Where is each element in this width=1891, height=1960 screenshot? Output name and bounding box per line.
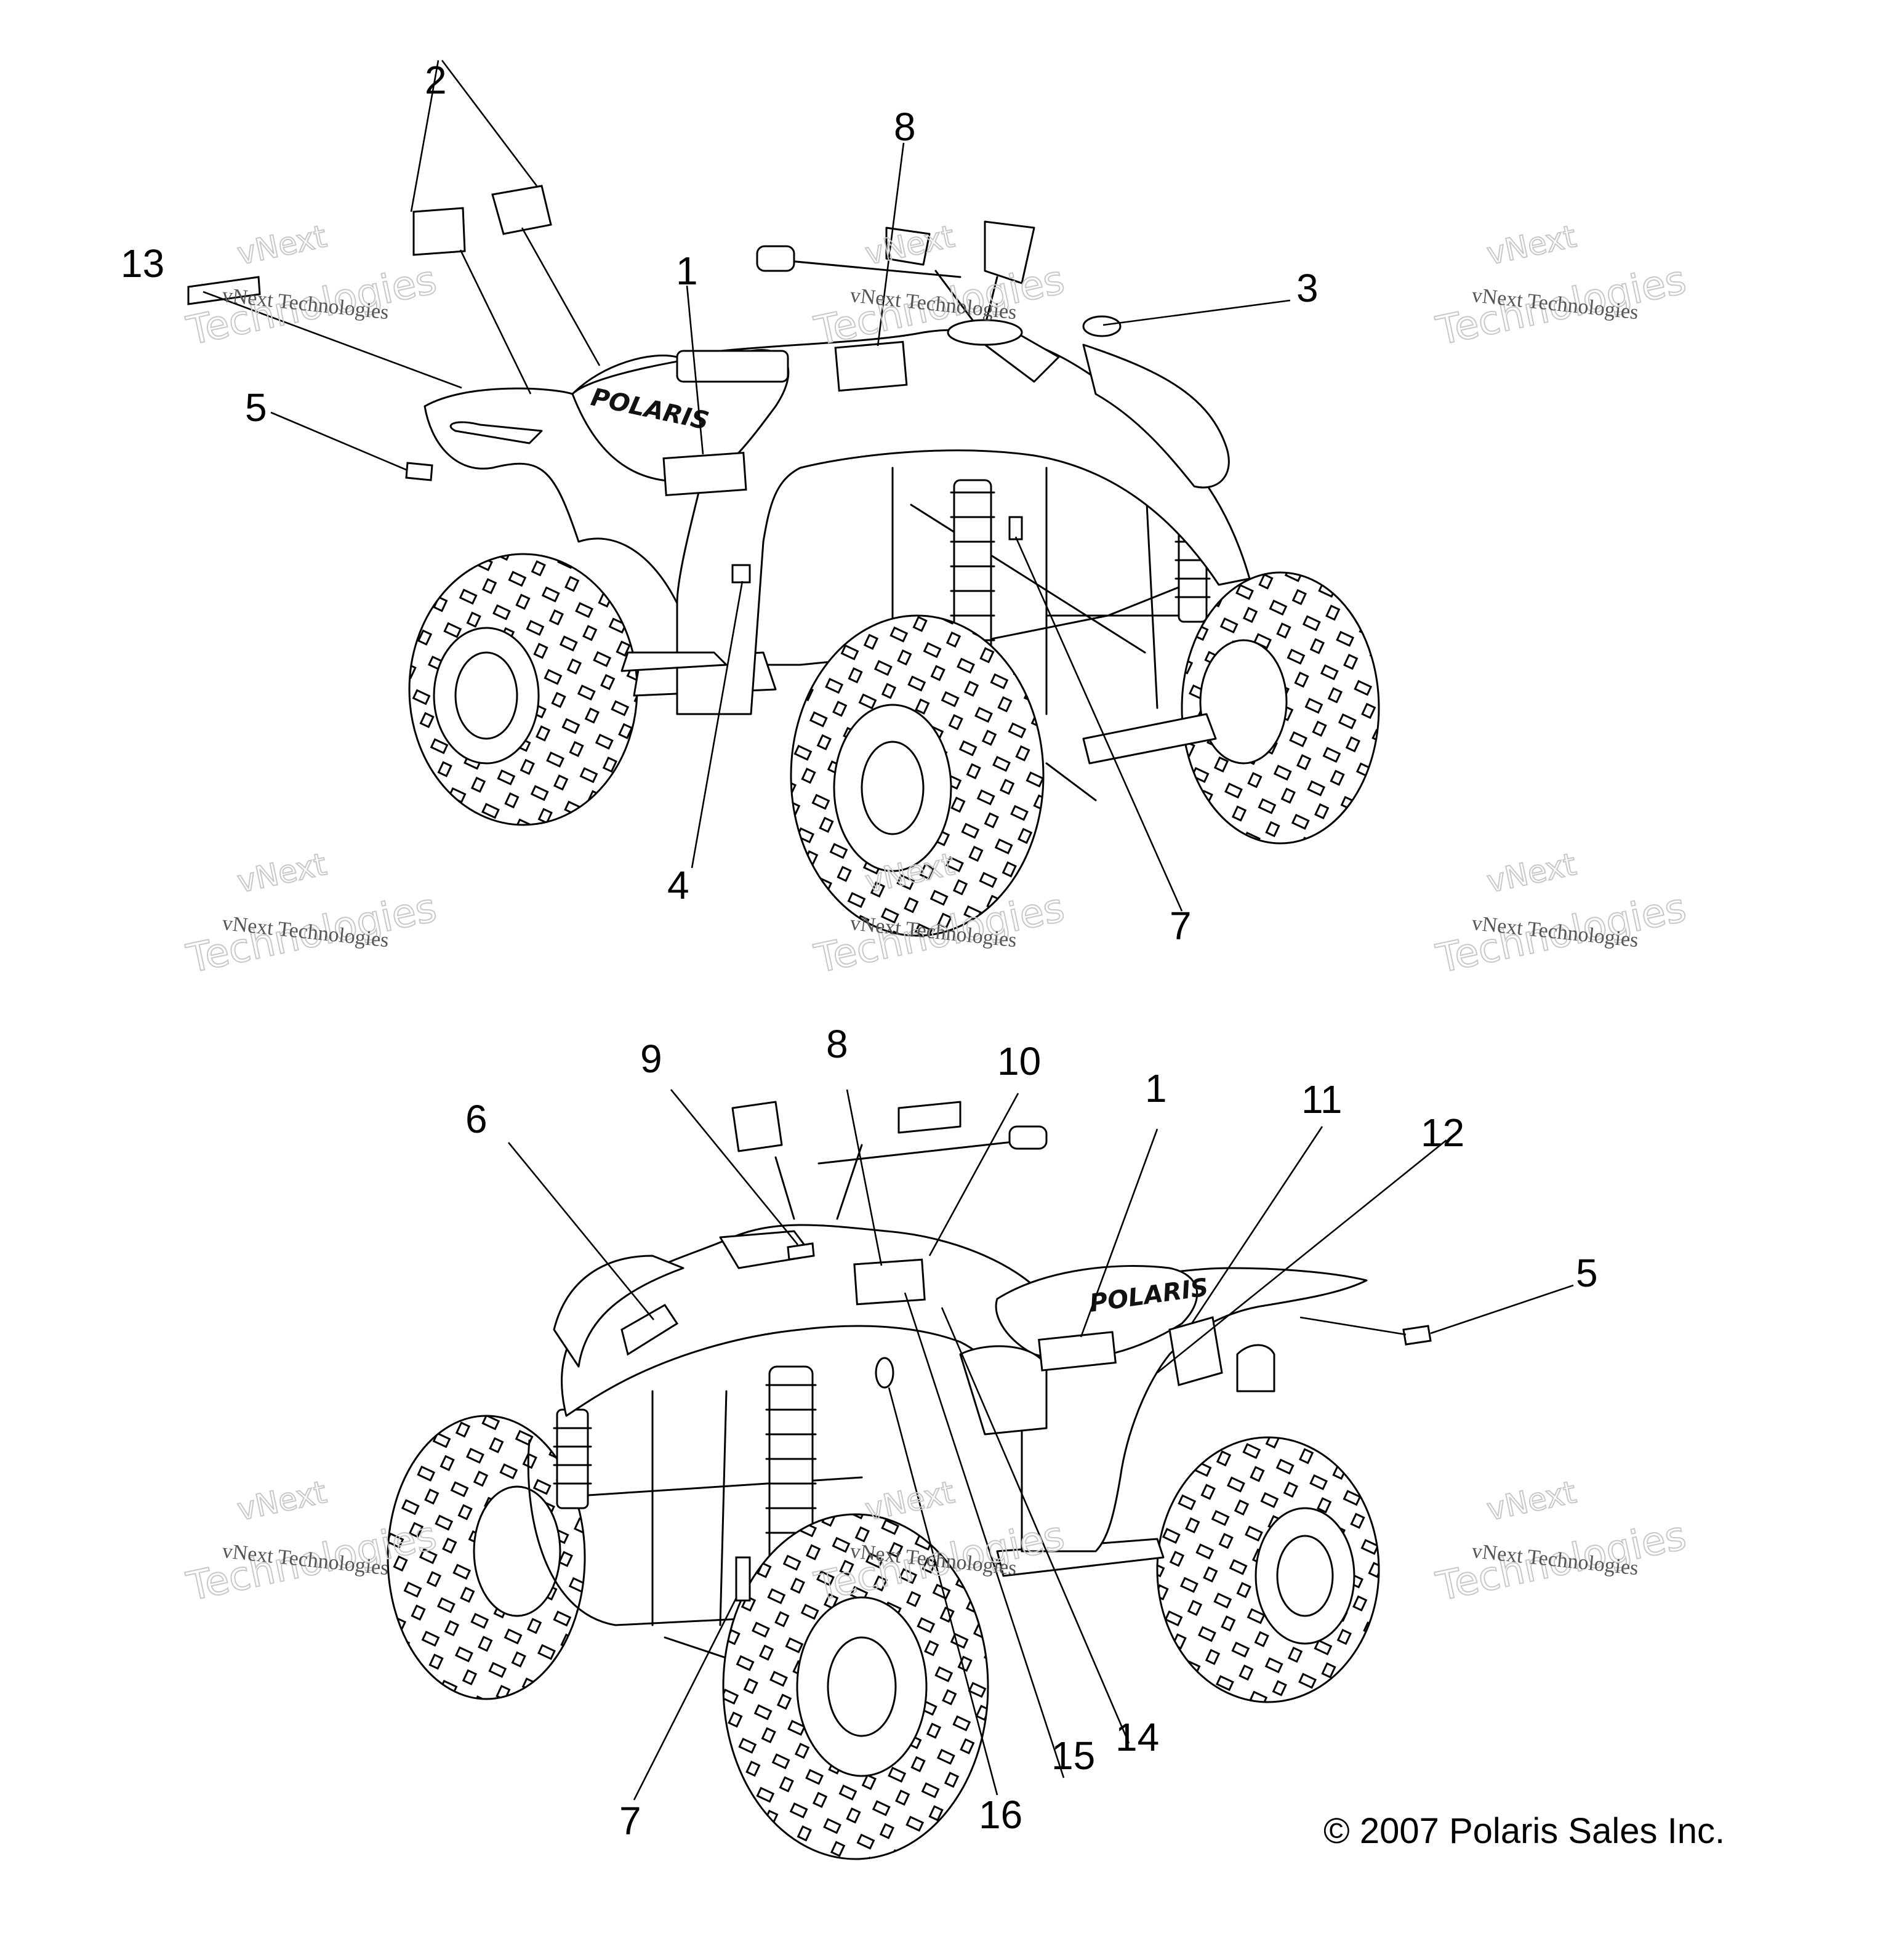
- decal-3-top: [1082, 315, 1122, 337]
- decal-2b: [491, 185, 552, 235]
- callout-3: 3: [1296, 266, 1319, 310]
- decal-11: [1168, 1316, 1223, 1386]
- decal-16: [875, 1357, 894, 1389]
- far-front-wheel-bottom: [387, 1415, 586, 1700]
- svg-text:vNext: vNext: [1483, 1474, 1579, 1528]
- callout-8-bottom: 8: [826, 1022, 848, 1066]
- near-front-wheel-bottom: [722, 1513, 989, 1860]
- svg-text:vNext: vNext: [862, 219, 957, 272]
- svg-text:vNext: vNext: [862, 1474, 957, 1528]
- callout-10: 10: [997, 1039, 1041, 1083]
- decal-8-bottom: [853, 1258, 926, 1306]
- rear-wheel-top: [408, 553, 638, 826]
- callout-1-top: 1: [676, 249, 698, 293]
- watermark-6: vNext Technologies vNext Technologies: [1432, 846, 1691, 983]
- rear-wheel-bottom: [1156, 1436, 1380, 1703]
- svg-text:vNext: vNext: [234, 219, 329, 272]
- callout-16: 16: [979, 1793, 1022, 1837]
- handlebar-bottom: [731, 1101, 1048, 1220]
- callout-12: 12: [1421, 1111, 1464, 1155]
- callout-11: 11: [1301, 1077, 1342, 1122]
- atv-bottom-view: POLARIS 6 9 8 10 1 11 12 5 7: [387, 1022, 1598, 1860]
- decal-13: [187, 276, 261, 305]
- watermark-9: vNext Technologies vNext Technologies: [1432, 1474, 1691, 1611]
- svg-text:vNext: vNext: [234, 846, 329, 900]
- decal-7-bottom: [735, 1556, 751, 1602]
- callout-9: 9: [640, 1037, 662, 1081]
- callout-8-top: 8: [894, 105, 916, 149]
- decal-5-bottom: [1402, 1325, 1432, 1346]
- callout-4: 4: [667, 863, 689, 907]
- callout-14: 14: [1115, 1715, 1159, 1759]
- watermark-3: vNext Technologies vNext Technologies: [1432, 218, 1691, 355]
- callout-2: 2: [425, 58, 447, 102]
- svg-text:vNext: vNext: [1483, 846, 1579, 900]
- decal-1-top: [662, 451, 747, 497]
- decal-5-top: [405, 462, 433, 481]
- atv-top-view: POLARIS 2 13 5 1 8 3 4 7: [121, 58, 1380, 948]
- callout-1-bottom: 1: [1145, 1066, 1167, 1111]
- callout-6: 6: [465, 1097, 488, 1141]
- far-front-wheel-top: [1181, 571, 1380, 845]
- decal-4-top: [731, 564, 751, 584]
- callouts-top: 2 13 5 1 8 3 4 7: [121, 58, 1319, 948]
- callout-7-bottom: 7: [619, 1799, 641, 1843]
- leaders-top: [203, 60, 1291, 912]
- decal-6: [620, 1304, 679, 1356]
- body-bottom: [553, 1224, 1368, 1552]
- near-front-wheel-top: [790, 614, 1045, 937]
- decal-9: [787, 1242, 815, 1261]
- decal-1-bottom: [1038, 1331, 1117, 1372]
- copyright-notice: © 2007 Polaris Sales Inc.: [1323, 1811, 1725, 1851]
- decal-7-top: [1008, 516, 1023, 540]
- body-top: [424, 329, 1251, 715]
- callout-7-top: 7: [1170, 904, 1192, 948]
- callouts-bottom: 6 9 8 10 1 11 12 5 7 16 15 14: [465, 1022, 1598, 1843]
- callout-5-bottom: 5: [1576, 1251, 1598, 1295]
- callout-15: 15: [1051, 1733, 1095, 1778]
- callout-13: 13: [121, 241, 164, 286]
- watermark-4: vNext Technologies vNext Technologies: [182, 846, 441, 983]
- svg-text:vNext: vNext: [1483, 219, 1579, 272]
- handlebar-top: [756, 220, 1035, 346]
- leaders-bottom: [507, 1089, 1574, 1801]
- svg-text:vNext: vNext: [234, 1474, 329, 1528]
- decal-2a: [412, 207, 466, 256]
- callout-5-top: 5: [245, 385, 267, 430]
- decal-8-top: [834, 340, 908, 392]
